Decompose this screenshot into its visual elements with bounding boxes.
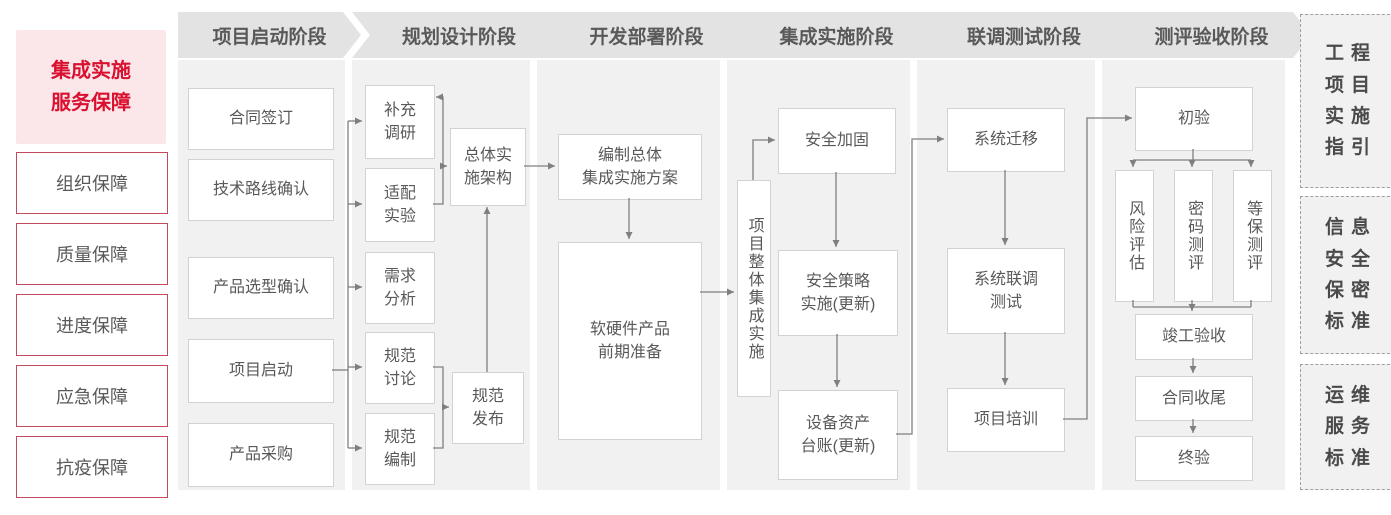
node-contract-closure: 合同收尾 <box>1135 376 1253 421</box>
right-panel-item-engineering-guide: 工程 项目 实施 指引 <box>1300 14 1391 188</box>
phase-header-development: 开发部署阶段 <box>537 12 746 58</box>
phase-header-acceptance: 测评验收阶段 <box>1102 12 1311 58</box>
left-panel-item-emergency: 应急保障 <box>16 365 168 427</box>
node-supplement-research: 补充 调研 <box>365 85 435 159</box>
right-panel-item-ops-standard: 运维 服务 标准 <box>1300 364 1391 490</box>
node-classified-protection-evaluation: 等保测评 <box>1233 170 1272 302</box>
node-system-migration: 系统迁移 <box>947 108 1065 172</box>
phase-header-startup: 项目启动阶段 <box>178 12 361 58</box>
node-requirement-analysis: 需求 分析 <box>365 252 435 324</box>
node-contract-signing: 合同签订 <box>188 88 334 150</box>
node-spec-drafting: 规范 编制 <box>365 413 435 485</box>
left-panel-item-epidemic: 抗疫保障 <box>16 436 168 498</box>
node-overall-integration: 项目整体集成实施 <box>737 180 771 397</box>
phase-header-integration: 集成实施阶段 <box>727 12 936 58</box>
node-final-acceptance: 终验 <box>1135 436 1253 481</box>
node-initial-acceptance: 初验 <box>1135 87 1253 151</box>
node-overall-plan: 编制总体 集成实施方案 <box>558 134 702 200</box>
node-project-training: 项目培训 <box>947 388 1065 452</box>
node-tech-route-confirm: 技术路线确认 <box>188 159 334 221</box>
node-hw-sw-prepare: 软硬件产品 前期准备 <box>558 242 702 440</box>
node-risk-assessment: 风险评估 <box>1115 170 1154 302</box>
node-completion-acceptance: 竣工验收 <box>1135 314 1253 360</box>
phase-header-testing: 联调测试阶段 <box>917 12 1121 58</box>
left-panel-item-quality: 质量保障 <box>16 223 168 285</box>
node-product-selection: 产品选型确认 <box>188 257 334 319</box>
left-panel-item-schedule: 进度保障 <box>16 294 168 356</box>
right-panel-item-security-standard: 信息 安全 保密 标准 <box>1300 196 1391 354</box>
node-security-policy: 安全策略 实施(更新) <box>778 250 898 336</box>
left-panel-item-organization: 组织保障 <box>16 152 168 214</box>
node-crypto-evaluation: 密码测评 <box>1174 170 1213 302</box>
node-spec-release: 规范 发布 <box>452 372 524 444</box>
node-asset-ledger: 设备资产 台账(更新) <box>778 390 898 480</box>
left-panel-title: 集成实施 服务保障 <box>16 30 166 144</box>
node-adaptation-test: 适配 实验 <box>365 168 435 242</box>
node-joint-debug-test: 系统联调 测试 <box>947 248 1065 334</box>
node-spec-discussion: 规范 讨论 <box>365 332 435 404</box>
node-overall-architecture: 总体实 施架构 <box>450 128 526 206</box>
node-project-kickoff: 项目启动 <box>188 339 334 403</box>
node-product-procurement: 产品采购 <box>188 423 334 487</box>
node-security-hardening: 安全加固 <box>778 108 896 174</box>
phase-header-planning: 规划设计阶段 <box>352 12 556 58</box>
